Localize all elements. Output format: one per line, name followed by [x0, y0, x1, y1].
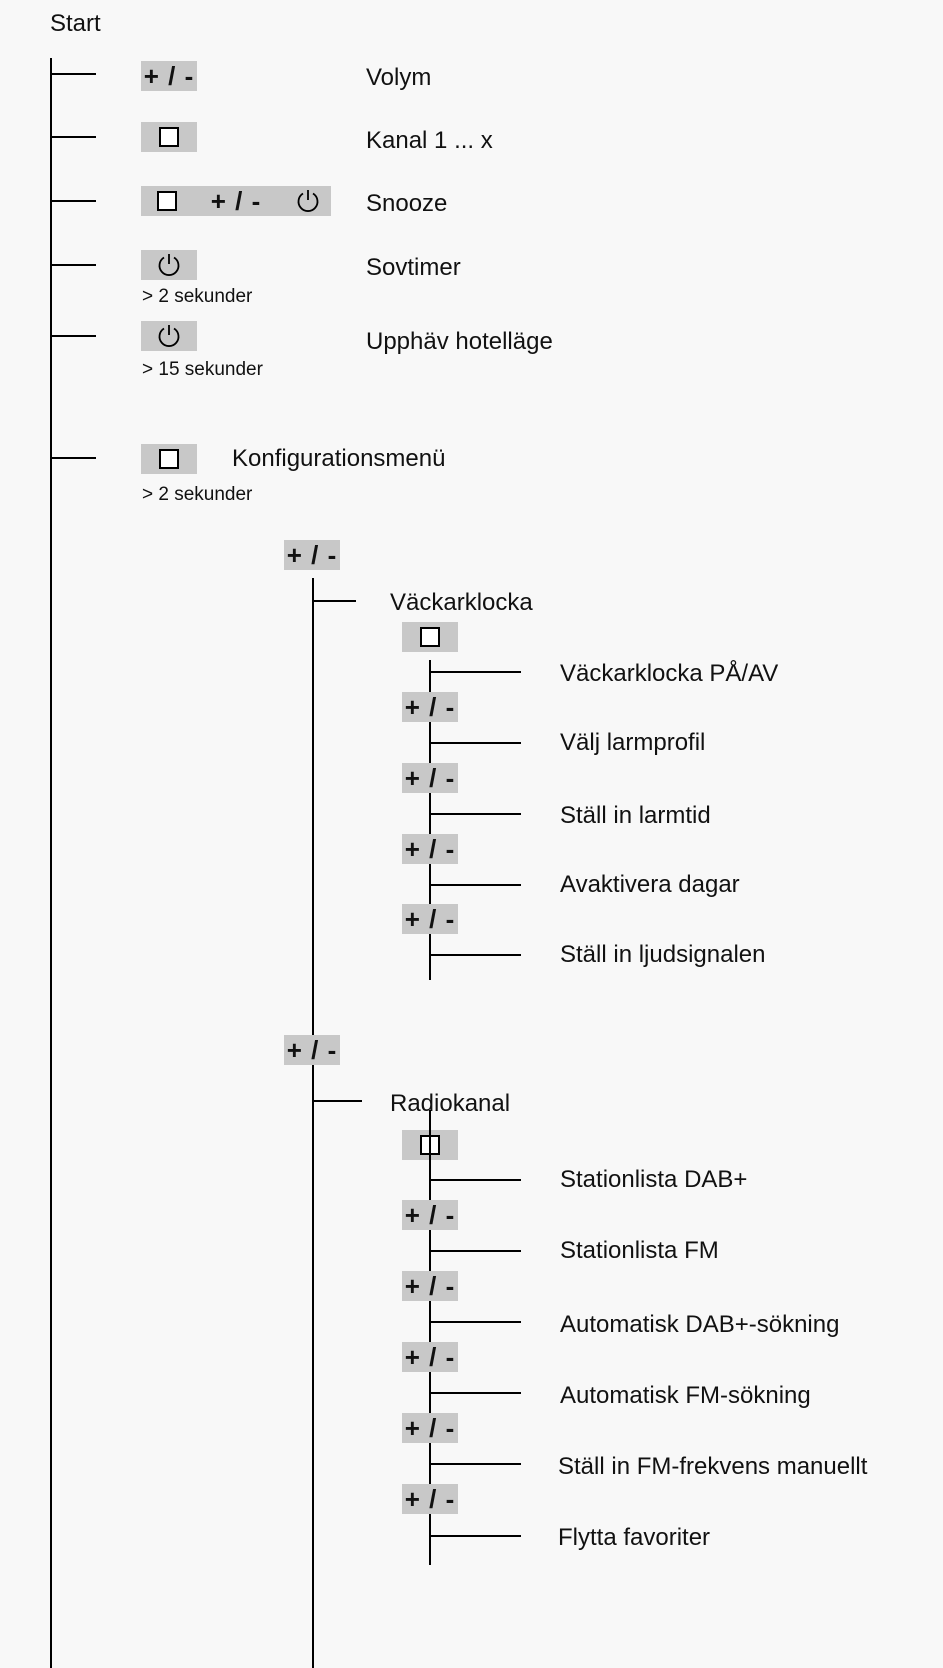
plus-minus-button[interactable]: + / -	[402, 763, 458, 793]
branch-line	[429, 1179, 521, 1181]
branch-line	[50, 136, 96, 138]
alarm-item: Avaktivera dagar	[560, 871, 740, 898]
power-button[interactable]	[141, 321, 197, 351]
menu-item-sovtimer: Sovtimer	[366, 254, 461, 281]
menu-item-upphav-hotellage: Upphäv hotelläge	[366, 328, 553, 355]
branch-line	[429, 1535, 521, 1537]
branch-line	[312, 1100, 362, 1102]
power-icon	[156, 252, 182, 278]
plus-minus-button[interactable]: + / -	[284, 540, 340, 570]
branch-line	[312, 600, 356, 602]
plus-minus-button[interactable]: + / -	[402, 1342, 458, 1372]
menu-item-konfigurationsmenu: Konfigurationsmenü	[232, 445, 446, 472]
branch-line	[429, 742, 521, 744]
alarm-item: Ställ in ljudsignalen	[560, 941, 766, 968]
main-trunk-line	[50, 58, 52, 1668]
alarm-select-button[interactable]	[402, 622, 458, 652]
branch-line	[429, 1463, 521, 1465]
branch-line	[50, 200, 96, 202]
plus-minus-button[interactable]: + / -	[402, 1484, 458, 1514]
power-icon	[295, 188, 321, 214]
branch-line	[429, 813, 521, 815]
branch-line	[429, 671, 521, 673]
submenu-title-radio: Radiokanal	[390, 1090, 511, 1117]
submenu-title-alarm: Väckarklocka	[390, 589, 533, 616]
branch-line	[50, 73, 96, 75]
start-label: Start	[50, 10, 101, 37]
square-button-icon	[420, 627, 440, 647]
radio-item: Stationlista DAB+	[560, 1166, 748, 1193]
config-button[interactable]	[141, 444, 197, 474]
config-trunk-line	[312, 578, 314, 1668]
power-icon	[156, 323, 182, 349]
plus-minus-button[interactable]: + / -	[402, 904, 458, 934]
hold-duration-note: > 2 sekunder	[142, 484, 253, 505]
channel-button[interactable]	[141, 122, 197, 152]
branch-line	[429, 884, 521, 886]
snooze-button-combo[interactable]: + / -	[141, 186, 331, 216]
branch-line	[429, 1392, 521, 1394]
alarm-item: Väckarklocka PÅ/AV	[560, 660, 779, 687]
alarm-trunk-line	[429, 660, 431, 980]
radio-item: Automatisk DAB+-sökning	[560, 1311, 840, 1338]
radio-item: Ställ in FM-frekvens manuellt	[558, 1453, 868, 1480]
branch-line	[50, 264, 96, 266]
square-button-icon	[159, 127, 179, 147]
plus-minus-button[interactable]: + / -	[402, 834, 458, 864]
menu-item-kanal: Kanal 1 ... x	[366, 127, 493, 154]
plus-minus-button[interactable]: + / -	[402, 1413, 458, 1443]
radio-item: Flytta favoriter	[558, 1524, 711, 1551]
plus-minus-button[interactable]: + / -	[402, 1200, 458, 1230]
branch-line	[429, 954, 521, 956]
plus-minus-button[interactable]: + / -	[402, 692, 458, 722]
radio-item: Automatisk FM-sökning	[560, 1382, 811, 1409]
square-button-icon	[159, 449, 179, 469]
alarm-item: Välj larmprofil	[560, 729, 706, 756]
branch-line	[429, 1250, 521, 1252]
menu-item-snooze: Snooze	[366, 190, 448, 217]
alarm-item: Ställ in larmtid	[560, 802, 711, 829]
radio-trunk-line	[429, 1110, 431, 1565]
square-button-icon	[157, 191, 177, 211]
branch-line	[50, 335, 96, 337]
branch-line	[429, 1321, 521, 1323]
plus-minus-button[interactable]: + / -	[141, 61, 197, 91]
radio-item: Stationlista FM	[560, 1237, 719, 1264]
hold-duration-note: > 15 sekunder	[142, 359, 263, 380]
plus-minus-button[interactable]: + / -	[402, 1271, 458, 1301]
power-button[interactable]	[141, 250, 197, 280]
branch-line	[50, 457, 96, 459]
menu-item-volym: Volym	[366, 64, 432, 91]
hold-duration-note: > 2 sekunder	[142, 286, 253, 307]
plus-minus-button[interactable]: + / -	[284, 1035, 340, 1065]
